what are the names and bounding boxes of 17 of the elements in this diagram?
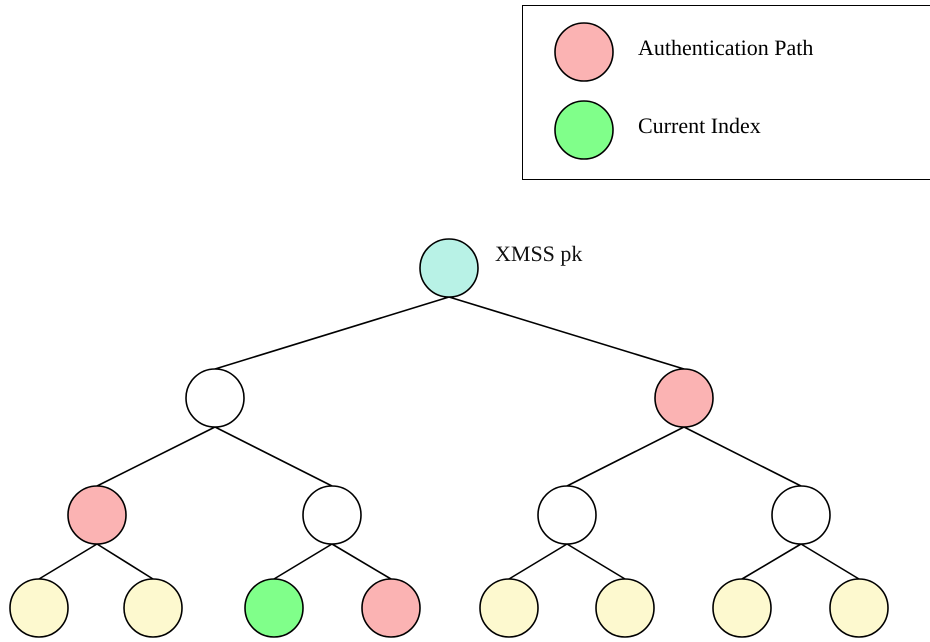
node-caption: XMSS pk xyxy=(495,241,582,267)
connector-line xyxy=(566,426,684,487)
connector-line xyxy=(800,543,860,580)
connector-line xyxy=(96,543,154,580)
connector-line xyxy=(332,543,392,580)
connector-line xyxy=(274,543,332,580)
connector-line xyxy=(742,543,802,580)
connector-line xyxy=(96,426,216,487)
connector-line xyxy=(214,296,450,370)
legend-label: Authentication Path xyxy=(638,35,814,61)
connector-line xyxy=(684,426,802,487)
legend-label: Current Index xyxy=(638,113,761,139)
connector-line xyxy=(214,426,332,487)
connector-line xyxy=(566,543,626,580)
connector-line xyxy=(508,543,568,580)
connector-line xyxy=(448,296,684,370)
connector-line xyxy=(38,543,98,580)
